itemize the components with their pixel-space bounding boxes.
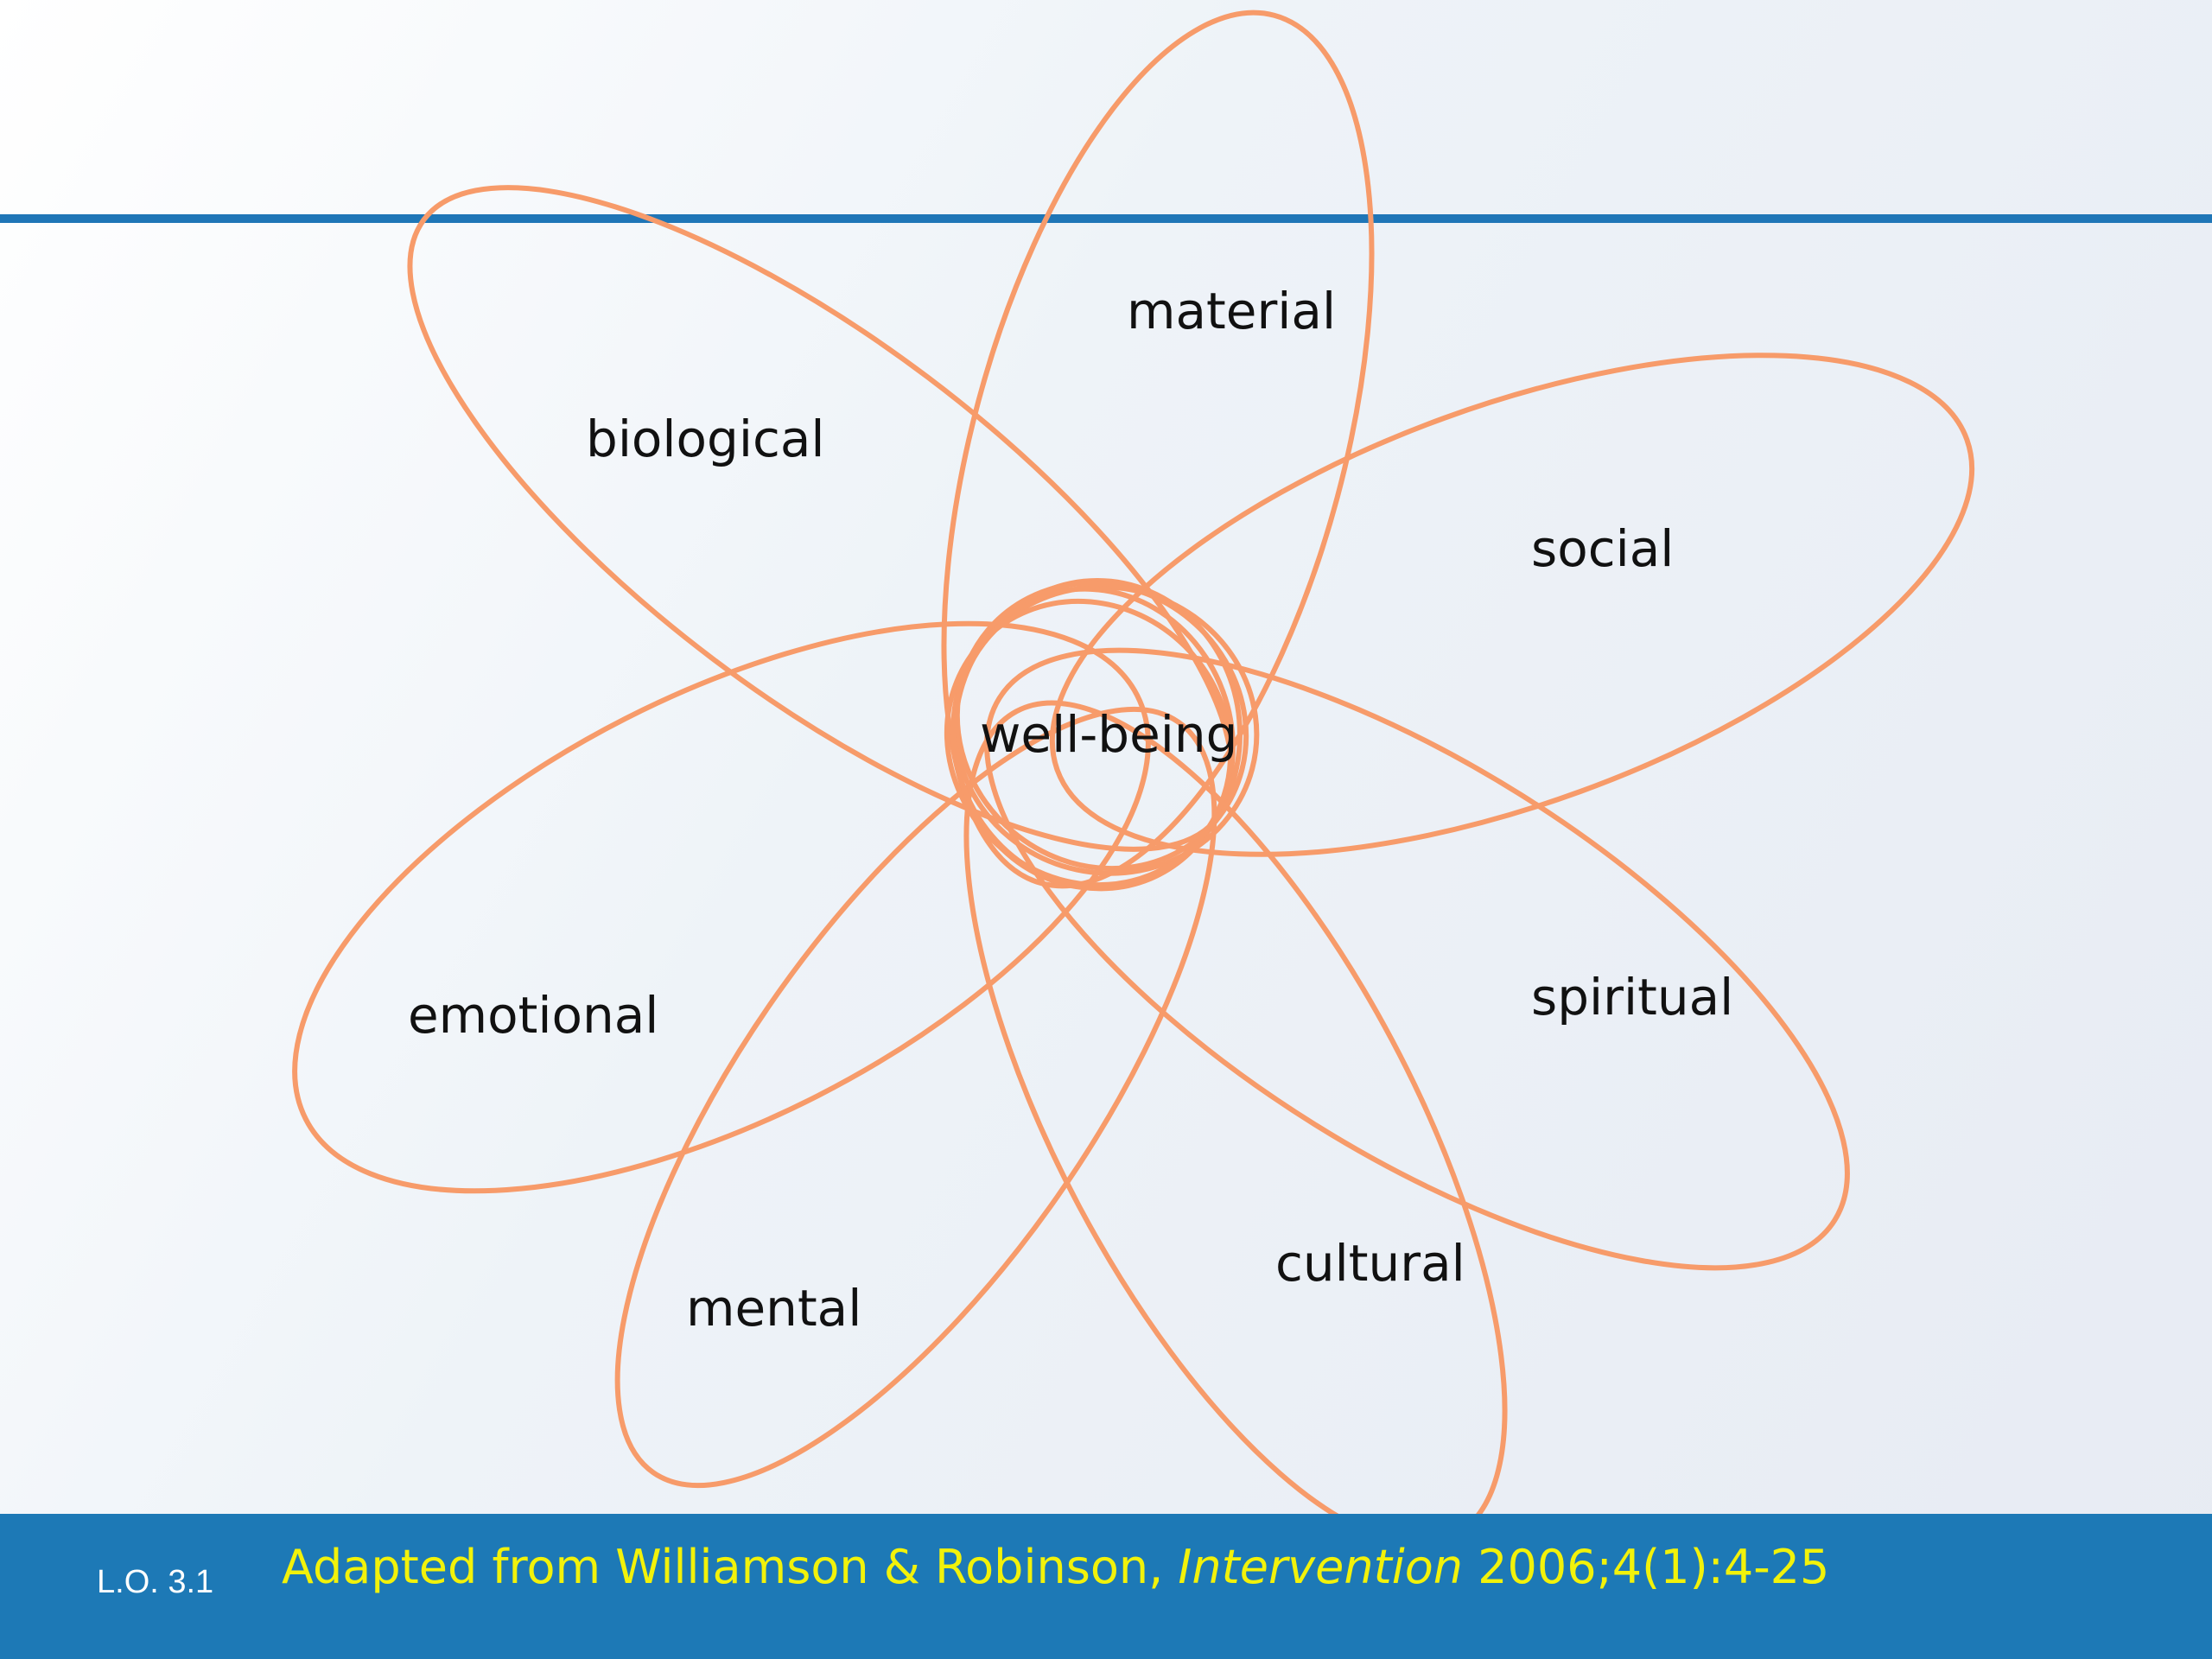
label-cultural: cultural: [1275, 1234, 1465, 1293]
citation-suffix: 2006;4(1):4-25: [1463, 1540, 1830, 1594]
label-social: social: [1531, 519, 1674, 578]
label-well-being: well-being: [980, 705, 1237, 764]
citation-prefix: Adapted from Williamson & Robinson,: [282, 1540, 1179, 1594]
petal-social: [1049, 353, 1975, 857]
label-spiritual: spiritual: [1531, 968, 1733, 1027]
center-rings: [944, 578, 1260, 892]
footer-bar: [0, 1514, 2212, 1659]
title-rule: [0, 214, 2212, 223]
citation-journal: Intervention: [1178, 1540, 1464, 1594]
learning-objective-label: L.O. 3.1: [97, 1564, 214, 1600]
petal-emotional: [292, 620, 1151, 1194]
label-material: material: [1127, 282, 1336, 340]
label-mental: mental: [686, 1279, 861, 1338]
label-biological: biological: [586, 410, 825, 468]
petal-mental: [614, 706, 1217, 1489]
label-emotional: emotional: [408, 986, 658, 1045]
petal-spiritual: [984, 647, 1850, 1271]
citation: Adapted from Williamson & Robinson, Inte…: [282, 1540, 1829, 1594]
petal-material: [941, 10, 1375, 889]
